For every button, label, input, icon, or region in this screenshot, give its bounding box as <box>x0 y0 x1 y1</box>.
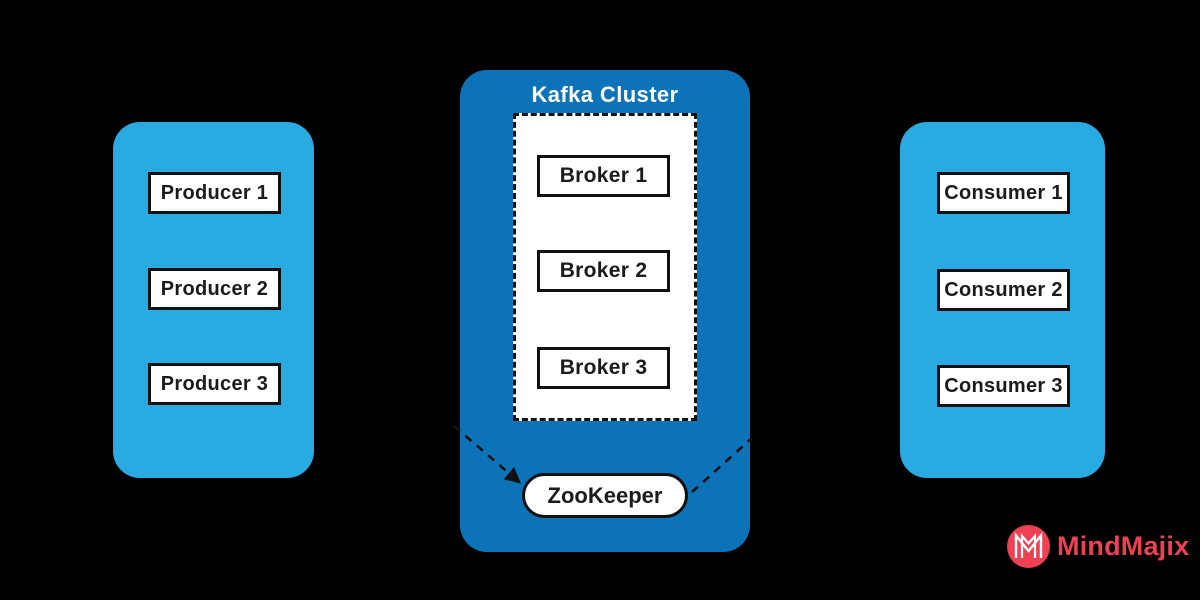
consumers-panel: Consumer 1 Consumer 2 Consumer 3 <box>900 122 1105 478</box>
broker-node: Broker 3 <box>537 347 670 389</box>
consumer-node: Consumer 2 <box>937 269 1070 311</box>
kafka-cluster-panel: Kafka Cluster Broker 1 Broker 2 Broker 3… <box>460 70 750 552</box>
brand-name: MindMajix <box>1057 530 1190 561</box>
brand-logo: MindMajix <box>1006 522 1189 570</box>
consumer-node: Consumer 1 <box>937 172 1070 214</box>
broker-node: Broker 2 <box>537 250 670 292</box>
cluster-title: Kafka Cluster <box>531 82 679 107</box>
broker-node: Broker 1 <box>537 155 670 197</box>
producer-node: Producer 2 <box>148 268 281 310</box>
producers-panel: Producer 1 Producer 2 Producer 3 <box>113 122 314 478</box>
producer-node: Producer 1 <box>148 172 281 214</box>
mindmajix-logo-icon <box>1007 524 1050 568</box>
brokers-container: Broker 1 Broker 2 Broker 3 <box>513 113 697 421</box>
zookeeper-node: ZooKeeper <box>522 473 688 518</box>
producer-node: Producer 3 <box>148 363 281 405</box>
consumer-node: Consumer 3 <box>937 365 1070 407</box>
